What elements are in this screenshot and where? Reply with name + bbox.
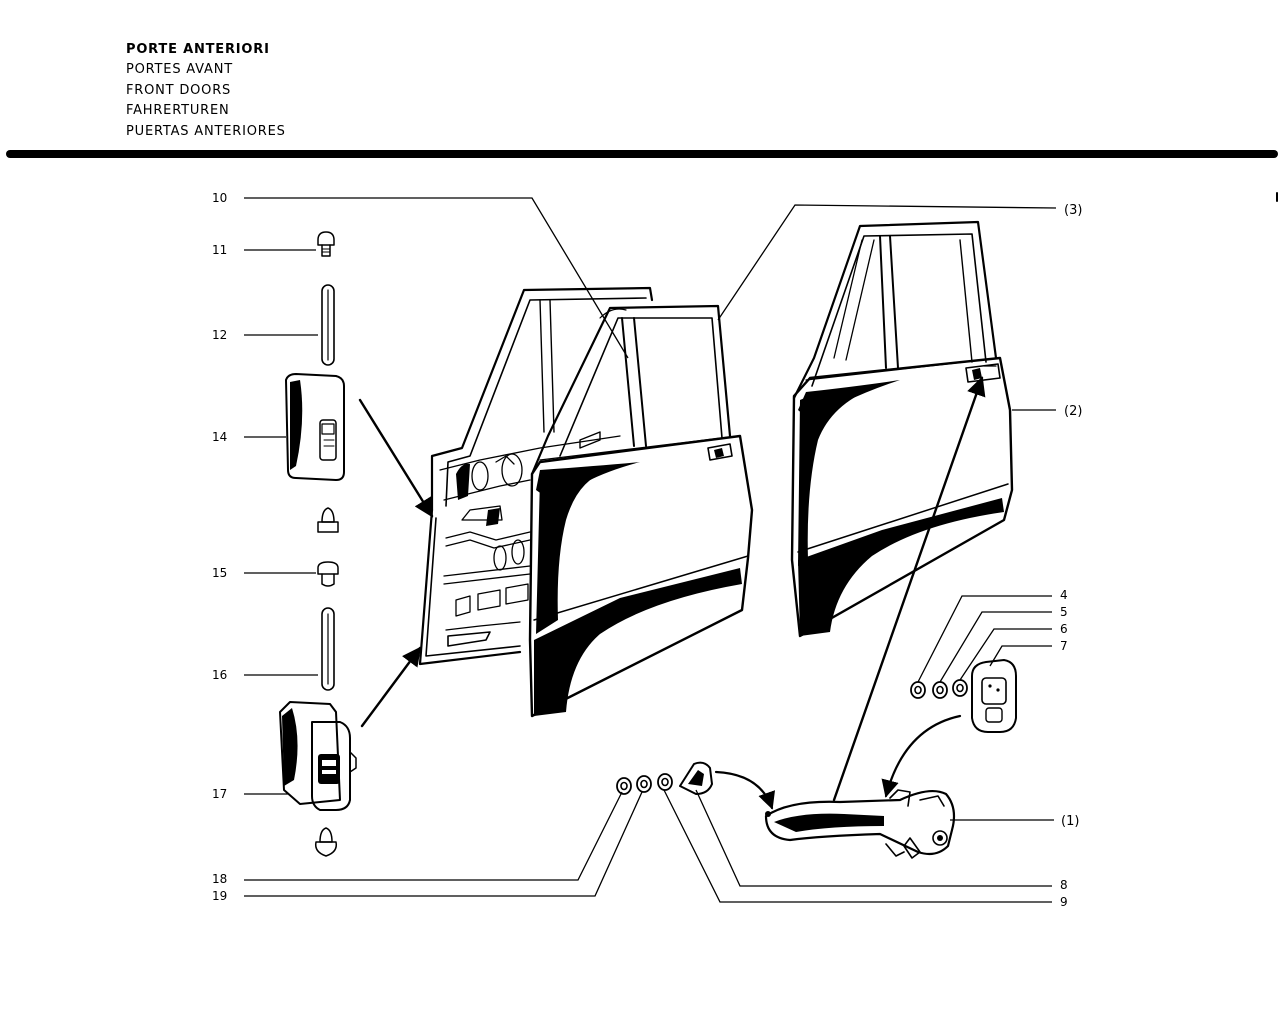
washers-4-5-6 [910,679,968,699]
callout-4: 4 [1060,588,1068,602]
callout-9: 9 [1060,895,1068,909]
part-16-strip [321,607,335,691]
callout-2: (2) [1064,404,1082,419]
leader-lines [244,197,1057,903]
part-12-strip [321,284,335,366]
leader-19 [244,791,643,897]
door-inner-frame [418,286,654,666]
callout-6: 6 [1060,622,1068,636]
title-spanish: PUERTAS ANTERIORES [126,123,286,139]
leader-6 [959,628,1052,681]
arrow-gasket-8-to-handle [714,770,776,810]
leader-18 [244,791,623,881]
part-7-gasket [971,659,1017,733]
arrow-mirror-to-door-top [358,398,434,518]
mirror-bolt [317,507,339,533]
callout-19: 19 [212,889,227,903]
arrow-handle-to-door [832,376,986,802]
callout-11: 11 [212,243,227,257]
leader-5 [939,611,1052,683]
callout-3: (3) [1064,203,1082,218]
callout-18: 18 [212,872,227,886]
callout-15: 15 [212,566,227,580]
title-italian: PORTE ANTERIORI [126,42,270,57]
header-divider [6,150,1278,158]
washers-18-19-9 [616,773,673,795]
title-french: PORTES AVANT [126,62,233,78]
callout-12: 12 [212,328,227,342]
leader-4 [917,595,1052,683]
title-german: FAHRERTUREN [126,103,230,119]
callout-8: 8 [1060,878,1068,892]
callout-5: 5 [1060,605,1068,619]
title-block: PORTE ANTERIORI PORTES AVANT FRONT DOORS… [126,40,286,142]
part-14-mirror [285,373,345,481]
leader-8 [695,789,1052,887]
arrow-mirror-to-door-bottom [360,646,422,728]
assembly-bolt [314,827,338,857]
door-2 [790,220,1014,638]
callout-16: 16 [212,668,227,682]
title-english: FRONT DOORS [126,82,232,98]
arrow-gasket-7-to-handle [881,714,962,798]
part-17-mirror-assembly [279,701,357,811]
callout-1: (1) [1061,814,1079,829]
part-8-gasket [679,761,713,795]
callout-7: 7 [1060,639,1068,653]
door-handle-1 [764,789,956,859]
leader-3 [717,204,1057,321]
part-15-bolt [317,561,339,587]
part-11-screw [317,231,335,257]
door-front-outer [528,304,754,718]
leader-7 [989,645,1052,667]
callout-17: 17 [212,787,227,801]
callout-10: 10 [212,191,227,205]
leader-10 [244,197,629,359]
callout-14: 14 [212,430,227,444]
leader-9 [663,789,1052,903]
